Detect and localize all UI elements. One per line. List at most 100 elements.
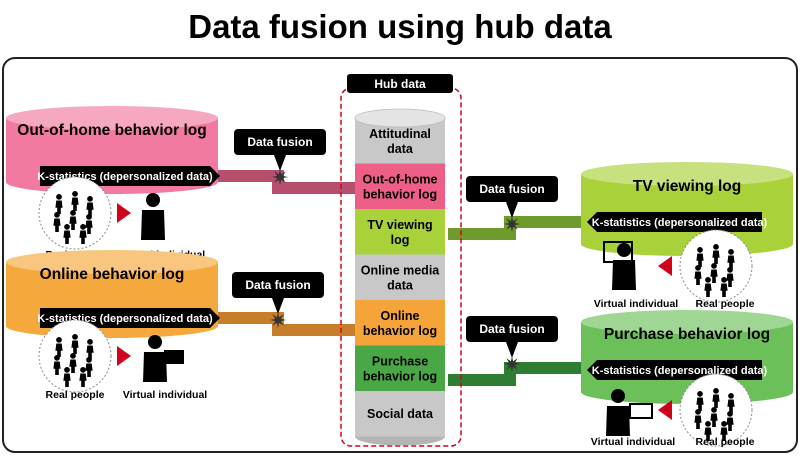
fusion-online: Data fusion [232,272,324,328]
person-body [712,394,720,408]
virtual-head [617,243,631,257]
person-head [697,247,703,253]
person-icon [710,407,718,427]
person-icon [727,393,735,413]
person-icon [704,277,712,297]
person-icon [55,337,63,357]
hub-segment-label: behavior log [363,369,437,383]
virtual-purchase [606,389,630,436]
connector-tv [448,216,598,240]
person-head [728,249,734,255]
real-people-online [38,319,112,393]
virtual-head [611,389,625,403]
hub-segment-label: TV viewing [367,218,432,232]
real-people-label: Real people [696,298,755,310]
person-body [720,283,728,297]
fusion-label: Data fusion [479,182,544,196]
virtual-head [146,193,160,207]
hub-label-box [347,74,453,93]
virtual-body [143,352,167,382]
person-body [53,218,61,232]
connector-out-of-home [205,170,355,194]
log-title: Purchase behavior log [604,326,770,343]
fusion-pointer [272,298,284,314]
person-head [72,191,78,197]
fusion-pointer [506,202,518,218]
person-body [710,269,718,283]
hub-segment [355,391,445,437]
person-body [704,283,712,297]
log-cylinder-top [581,162,793,186]
hub-segment [355,209,445,255]
person-icon [720,421,728,441]
virtual-body [612,260,636,290]
person-head [87,196,93,202]
person-icon [696,391,704,411]
person-head [705,421,711,427]
hub-segment-label: log [391,233,410,247]
fusion-pointer [506,342,518,358]
person-body [704,427,712,441]
fusion-tv: Data fusion [466,176,558,232]
real-people-label: Real people [696,436,755,448]
person-head [70,210,76,216]
person-head [56,194,62,200]
fusion-label: Data fusion [247,135,312,149]
fusion-label-box [466,316,558,342]
tv-icon [603,241,633,263]
person-body [726,273,734,287]
person-body [694,271,702,285]
person-icon [712,244,720,264]
person-head [727,267,733,273]
hub-segment [355,300,445,346]
person-head [56,337,62,343]
kstats-label: K-statistics (depersonalized data) [592,365,768,377]
person-icon [704,421,712,441]
hub-label: Hub data [374,77,426,91]
kstats-bar: K-statistics (depersonalized data) [587,360,768,380]
person-icon [53,212,61,232]
person-head [705,277,711,283]
virtual-body [141,210,165,240]
person-body [720,427,728,441]
log-cylinder-top [6,106,218,130]
page-title: Data fusion using hub data [188,8,612,45]
real-people-purchase [679,373,753,447]
person-body [55,200,63,214]
kstats-arrow [587,212,762,232]
arrow-purchase [658,400,672,420]
person-icon [726,267,734,287]
virtual-individual-label: Virtual individual [591,436,675,448]
fusion-label: Data fusion [245,278,310,292]
person-body [55,343,63,357]
hub-segment-label: behavior log [363,324,437,338]
fusion-spark-icon [270,312,286,328]
laptop-icon [164,350,184,364]
fusion-label-box [466,176,558,202]
person-head [80,367,86,373]
fusion-label-box [234,129,326,155]
person-body [727,255,735,269]
person-body [696,253,704,267]
arrow-tv [658,256,672,276]
person-head [87,339,93,345]
log-title: Online behavior log [40,266,185,283]
hub-segment-label: Purchase [372,354,428,368]
person-body [727,399,735,413]
real-people-tv [679,229,753,303]
hub-segment-label: Online media [361,263,441,277]
hub-segment [355,163,445,209]
person-head [54,212,60,218]
virtual-individual-label: Virtual individual [123,389,207,401]
hub-segment-label: Social data [367,407,434,421]
hub-cylinder-top [354,108,446,128]
fusion-spark-icon [504,216,520,232]
person-body [53,361,61,375]
fusion-pointer [274,155,286,171]
hub-segment-label: Attitudinal [369,127,431,141]
person-head [86,357,92,363]
